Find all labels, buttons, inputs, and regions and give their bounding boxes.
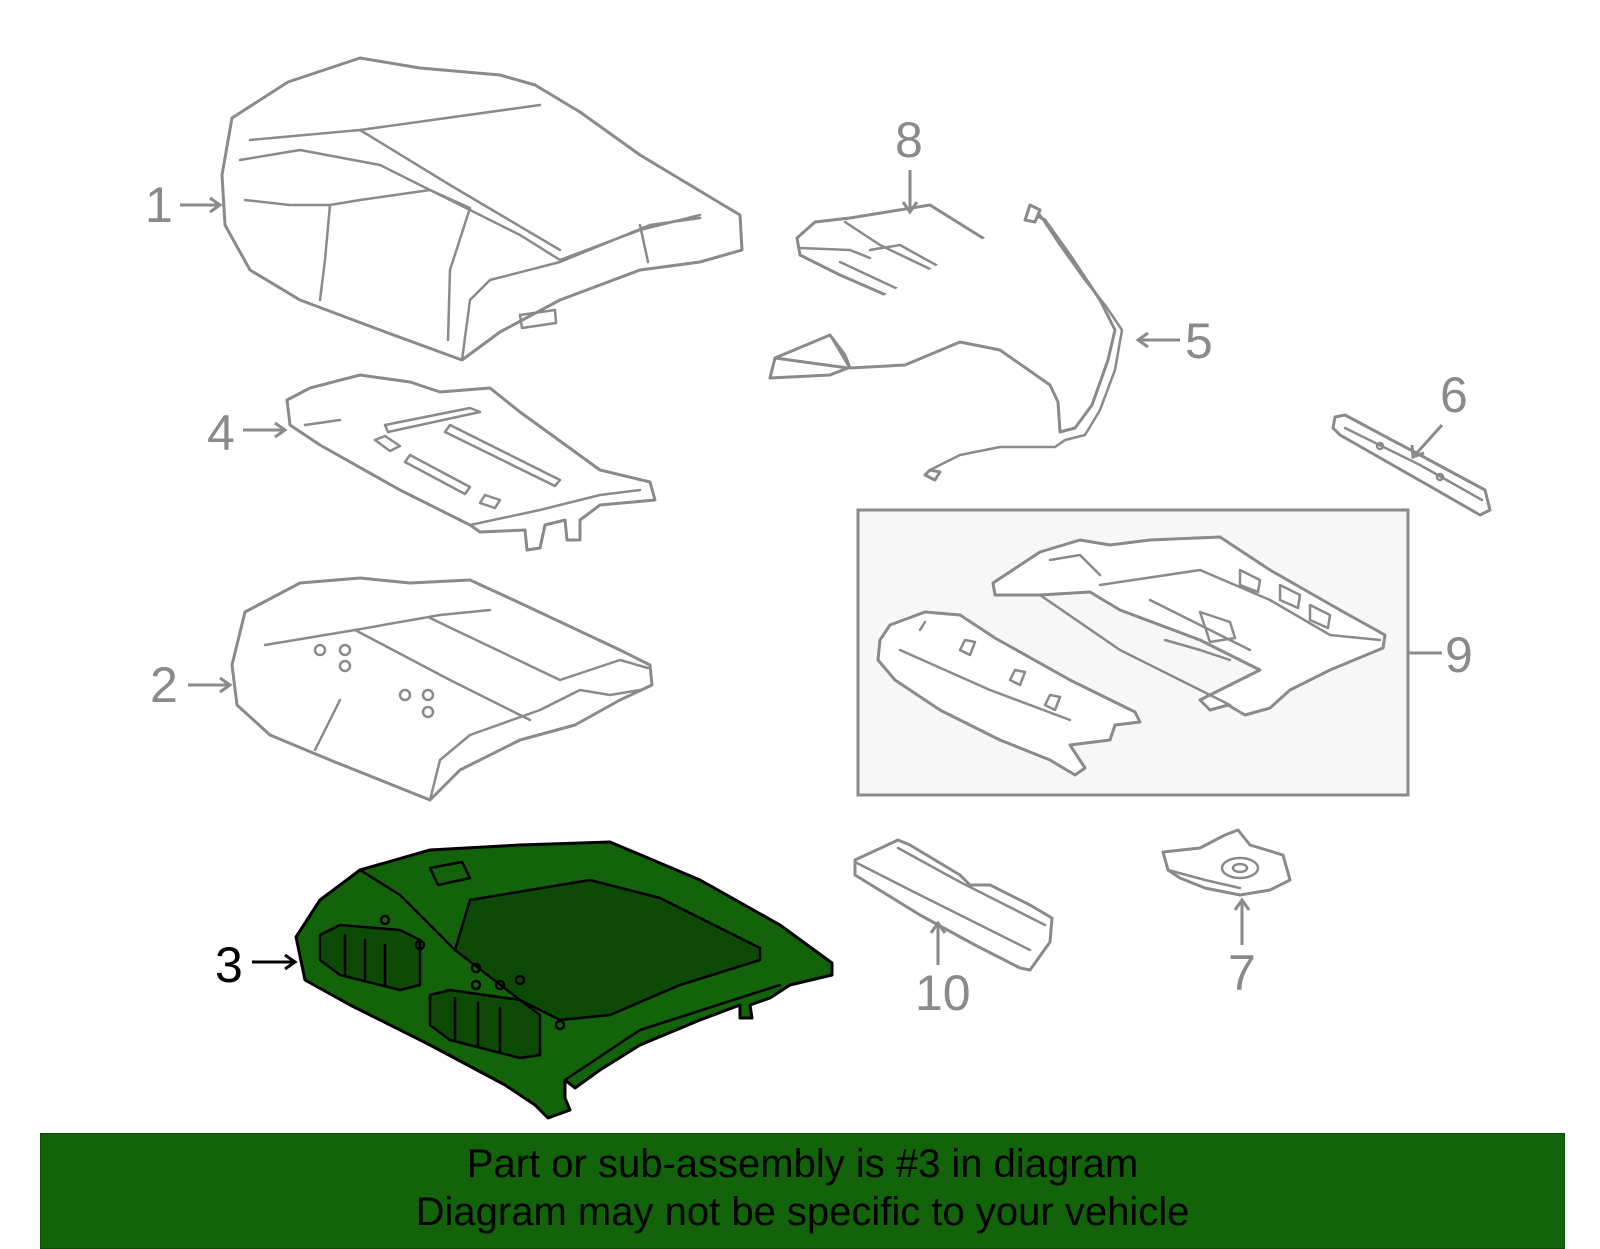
callout-2: 2 [150,657,233,713]
part-2-cushion-foam[interactable] [230,576,654,802]
svg-text:2: 2 [150,657,178,713]
callout-6: 6 [1410,367,1468,460]
part-7-plate[interactable] [1161,828,1292,897]
part-1-cushion-cover[interactable] [220,56,744,362]
svg-text:8: 8 [895,112,923,168]
svg-text:1: 1 [145,177,173,233]
banner-part-notice: Part or sub-assembly is #3 in diagram [466,1142,1139,1186]
part-10-rail[interactable] [853,838,1054,972]
svg-text:9: 9 [1445,627,1473,683]
part-3-seat-pan[interactable] [294,840,834,1120]
callout-7: 7 [1228,897,1256,1001]
info-banner: Part or sub-assembly is #3 in diagram Di… [40,1133,1565,1249]
part-9-inset[interactable] [856,508,1410,797]
callout-8: 8 [895,112,923,215]
callout-9: 9 [1408,627,1473,683]
callout-10: 10 [915,920,971,1021]
callout-5: 5 [1135,313,1213,369]
part-5-cable[interactable] [768,203,1124,482]
svg-text:7: 7 [1228,945,1256,1001]
callout-1: 1 [145,177,223,233]
callout-4: 4 [207,405,288,461]
part-6-bracket[interactable] [1331,413,1492,517]
svg-text:4: 4 [207,405,235,461]
callout-3: 3 [215,937,298,993]
svg-text:3: 3 [215,937,243,993]
banner-disclaimer: Diagram may not be specific to your vehi… [415,1190,1190,1234]
svg-text:6: 6 [1440,367,1468,423]
part-4-cushion-pad[interactable] [285,373,657,552]
svg-text:10: 10 [915,965,971,1021]
svg-text:5: 5 [1185,313,1213,369]
